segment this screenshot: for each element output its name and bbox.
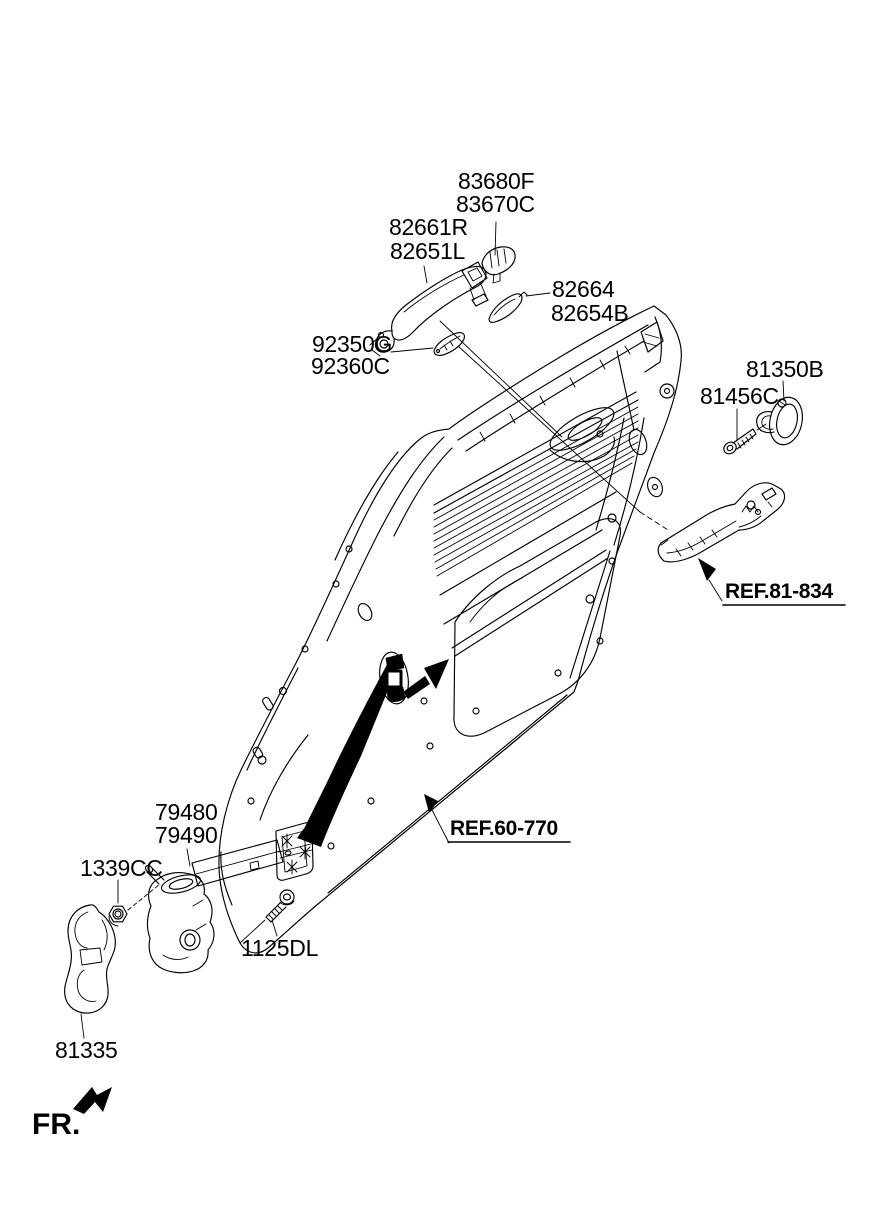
handle-cover-drawing (481, 246, 516, 284)
part-label-82664: 82664 (552, 276, 615, 302)
fr-direction-label: FR. (32, 1108, 80, 1141)
part-label-79480: 79480 (155, 799, 217, 825)
part-label-81456C: 81456C (700, 383, 779, 409)
part-label-83670C: 83670C (456, 191, 535, 217)
door-striker-drawing (756, 396, 804, 446)
striker-screw-drawing (723, 423, 767, 455)
outside-handle-base-drawing (657, 482, 786, 563)
door-checker-drawing (144, 822, 314, 974)
window-slot-hatching (433, 406, 639, 577)
ref-label-60-770: REF.60-770 (450, 817, 558, 840)
handle-pad-drawing (488, 291, 528, 323)
part-label-81335: 81335 (55, 1037, 117, 1063)
part-label-83680F: 83680F (458, 168, 534, 194)
part-label-81350B: 81350B (746, 356, 824, 382)
labels: 83680F 83670C 82661R 82651L 82664 82654B… (32, 168, 834, 1141)
part-label-92350G: 92350G (312, 331, 392, 357)
part-label-92360C: 92360C (311, 353, 390, 379)
mounting-bolt-drawing (239, 889, 295, 944)
outside-handle-drawing (369, 261, 489, 357)
weatherstrip-sweep-band (297, 661, 396, 847)
door-panel-drawing (218, 305, 682, 954)
part-label-1339CC: 1339CC (80, 855, 163, 881)
ref-60-770-arrow-icon (424, 794, 438, 813)
ref-label-81-834: REF.81-834 (725, 580, 834, 603)
lock-cover-drawing (64, 904, 116, 1014)
part-label-82651L: 82651L (390, 238, 465, 264)
part-label-82654B: 82654B (551, 300, 629, 326)
part-label-82661R: 82661R (389, 214, 468, 240)
part-label-1125DL: 1125DL (241, 935, 319, 961)
door-latch-black-detail (379, 651, 409, 705)
part-label-79490: 79490 (155, 822, 217, 848)
ref-81-834-arrow-icon (698, 558, 716, 581)
leader-lines (80, 221, 846, 1039)
handle-bracket-drawing (433, 332, 466, 356)
latch-direction-arrow-icon (403, 659, 449, 699)
hex-nut-drawing (108, 883, 161, 927)
fr-direction-arrow-icon (73, 1087, 112, 1114)
